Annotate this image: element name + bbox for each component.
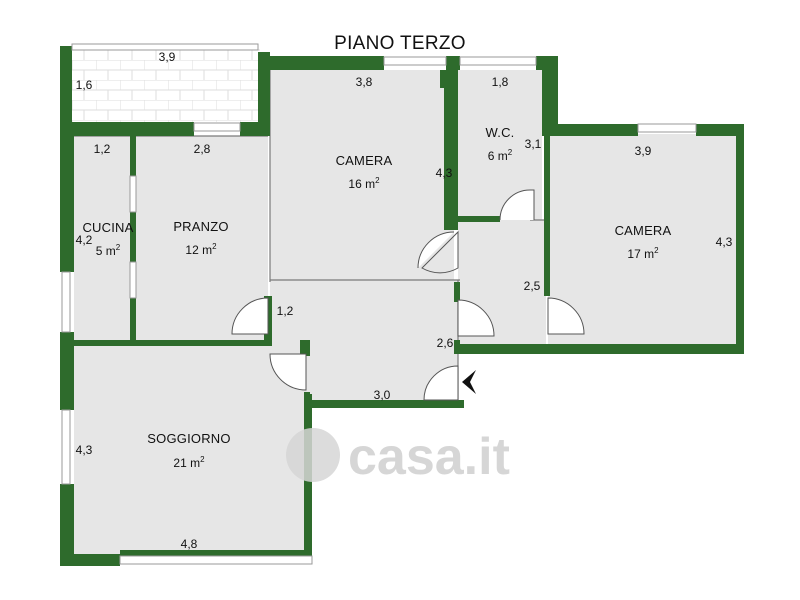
window-kitchen-pass-1 bbox=[129, 175, 137, 213]
soggiorno-bottom-wall bbox=[60, 554, 120, 566]
door-wc bbox=[499, 189, 535, 221]
dining-living-divider bbox=[72, 340, 272, 346]
dim-entry-width: 3,0 bbox=[374, 388, 391, 402]
watermark: casa.it bbox=[286, 428, 510, 486]
entrance-arrow-icon bbox=[462, 370, 476, 394]
dim-corridor-depth: 2,5 bbox=[524, 279, 541, 293]
watermark-logo-icon bbox=[286, 428, 340, 482]
plan-title: PIANO TERZO bbox=[334, 33, 466, 54]
dim-soggiorno-depth: 4,3 bbox=[76, 443, 93, 457]
window-wc bbox=[459, 56, 537, 66]
door-camera1 bbox=[421, 230, 459, 274]
windows bbox=[61, 43, 697, 565]
dim-hall-width: 1,2 bbox=[277, 304, 294, 318]
window-camera2 bbox=[637, 123, 697, 133]
camera2-floor bbox=[548, 134, 738, 344]
soggiorno-left-wall-bottom bbox=[60, 484, 74, 566]
wc-area: 6 m2 bbox=[488, 148, 513, 163]
window-cucina bbox=[61, 271, 71, 333]
terrace-bottom-left-wall bbox=[60, 122, 194, 136]
dim-cucina-depth: 4,2 bbox=[76, 233, 93, 247]
door-entry bbox=[423, 365, 459, 401]
terrace-left-wall bbox=[60, 46, 72, 136]
wc-bottom-wall bbox=[456, 216, 500, 222]
wc-left-wall bbox=[452, 56, 458, 220]
door-corridor bbox=[457, 299, 495, 337]
cucina-left-wall-top bbox=[60, 122, 74, 272]
door-pranzo bbox=[231, 297, 269, 335]
dim-camera1-depth: 4,3 bbox=[436, 166, 453, 180]
camera2-bottom-wall bbox=[460, 344, 744, 354]
window-camera1 bbox=[383, 56, 447, 66]
dim-entry-depth: 2,6 bbox=[437, 336, 454, 350]
dim-cucina-width: 1,2 bbox=[94, 142, 111, 156]
door-camera1-arc bbox=[417, 231, 455, 269]
camera2-name: CAMERA bbox=[615, 223, 672, 238]
wc-right-wall bbox=[542, 56, 558, 124]
window-terrace-top bbox=[71, 43, 259, 51]
door-soggiorno bbox=[269, 353, 307, 391]
hall-living-divider bbox=[300, 340, 310, 356]
window-soggiorno bbox=[61, 409, 71, 485]
watermark-text: casa.it bbox=[348, 428, 510, 486]
camera1-area: 16 m2 bbox=[348, 176, 380, 191]
soggiorno-floor bbox=[74, 344, 306, 554]
kitchen-dining-divider bbox=[130, 136, 136, 342]
cucina-left-wall-bottom bbox=[60, 332, 74, 410]
camera2-left-wall bbox=[544, 136, 550, 296]
dim-camera2-width: 3,9 bbox=[635, 144, 652, 158]
soggiorno-area: 21 m2 bbox=[173, 455, 205, 470]
door-camera2 bbox=[547, 297, 585, 335]
camera1-floor bbox=[270, 70, 454, 280]
window-pranzo bbox=[193, 122, 241, 132]
entry-bottom-wall bbox=[306, 400, 464, 408]
dim-soggiorno-width: 4,8 bbox=[181, 537, 198, 551]
camera2-right-wall bbox=[736, 124, 744, 354]
soggiorno-name: SOGGIORNO bbox=[147, 431, 230, 446]
dim-terrace-width: 3,9 bbox=[159, 50, 176, 64]
dim-camera2-depth: 4,3 bbox=[716, 235, 733, 249]
pranzo-area: 12 m2 bbox=[185, 242, 217, 257]
dim-terrace-depth: 1,6 bbox=[76, 78, 93, 92]
wc-name: W.C. bbox=[486, 125, 515, 140]
dim-wc-width: 1,8 bbox=[492, 75, 509, 89]
top-wall-camera1-a bbox=[262, 56, 384, 70]
cucina-area: 5 m2 bbox=[96, 243, 121, 258]
terrace-floor bbox=[70, 46, 260, 122]
corridor-left-wall bbox=[454, 340, 460, 354]
room-labels: CAMERA 16 m2 W.C. 6 m2 CAMERA 17 m2 CUCI… bbox=[82, 125, 671, 470]
dim-pranzo-width: 2,8 bbox=[194, 142, 211, 156]
camera2-top-right-wall bbox=[696, 124, 744, 136]
dimension-labels: 3,9 1,6 3,8 1,8 1,2 2,8 3,9 4,3 3,1 4,3 … bbox=[76, 50, 733, 551]
terrace-bottom-right-wall bbox=[240, 122, 270, 136]
soggiorno-bottom-wall-2 bbox=[120, 550, 312, 556]
dim-camera1-width: 3,8 bbox=[356, 75, 373, 89]
camera1-name: CAMERA bbox=[336, 153, 393, 168]
walls bbox=[60, 46, 744, 566]
doors bbox=[231, 189, 585, 401]
cucina-floor bbox=[74, 136, 132, 340]
camera2-area: 17 m2 bbox=[627, 246, 659, 261]
window-soggiorno-bottom bbox=[119, 555, 313, 565]
cucina-name: CUCINA bbox=[82, 220, 133, 235]
dim-wc-depth: 3,1 bbox=[525, 137, 542, 151]
camera2-top-left-wall bbox=[542, 124, 638, 136]
terrace-right-wall bbox=[258, 52, 270, 136]
hall-right-wall bbox=[454, 282, 460, 302]
pranzo-name: PRANZO bbox=[173, 219, 228, 234]
window-kitchen-pass-2 bbox=[129, 261, 137, 299]
